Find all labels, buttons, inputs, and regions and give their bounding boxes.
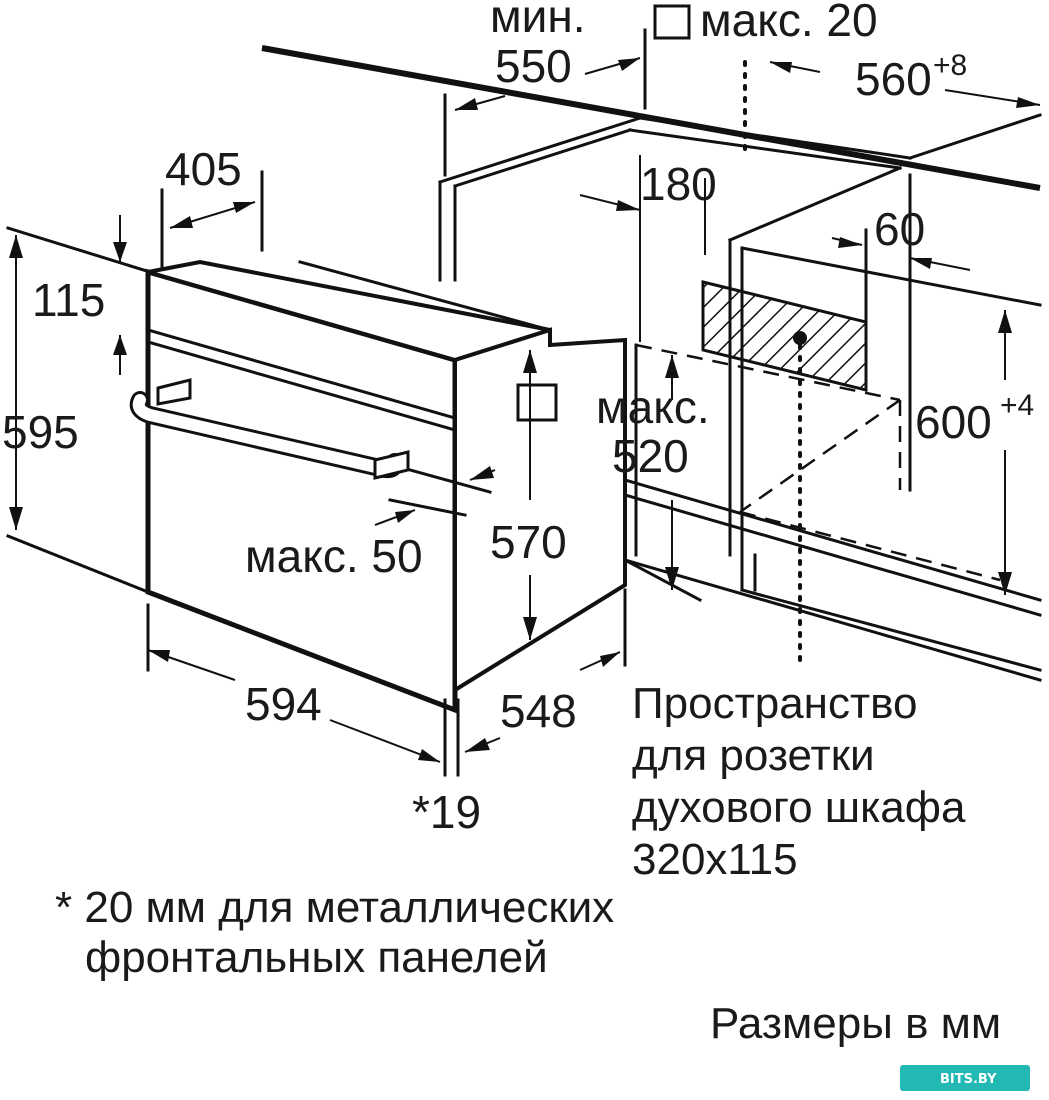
socket-zone: [701, 60, 868, 667]
socket-note-line4: 320x115: [632, 835, 798, 884]
label-max-20: макс. 20: [700, 0, 878, 46]
label-60: 60: [874, 203, 925, 255]
footnote-line2: фронтальных панелей: [85, 933, 548, 982]
label-520: 520: [612, 430, 689, 482]
label-115: 115: [32, 274, 105, 326]
label-180: 180: [640, 158, 717, 210]
oven: [145, 259, 628, 714]
square-symbol-icon: [653, 4, 691, 40]
socket-space-note: Пространство для розетки духового шкафа …: [632, 679, 966, 884]
label-max-50: макс. 50: [245, 530, 423, 582]
socket-note-line1: Пространство: [632, 679, 917, 728]
label-600: 600: [915, 396, 992, 448]
label-max-mid: макс.: [596, 381, 710, 433]
hidden-edges: [635, 343, 1001, 582]
label-min: мин.: [490, 0, 586, 42]
label-560-tolerance: +8: [933, 49, 967, 82]
footnote: * 20 мм для металлических фронтальных па…: [55, 883, 614, 982]
label-600-tolerance: +4: [1000, 389, 1034, 422]
footnote-line1: * 20 мм для металлических: [55, 883, 614, 932]
label-560: 560: [855, 53, 932, 105]
label-595: 595: [2, 406, 79, 458]
label-570: 570: [490, 516, 567, 568]
label-548: 548: [500, 685, 577, 737]
socket-note-line2: для розетки: [632, 731, 875, 780]
label-405: 405: [165, 143, 242, 195]
watermark: BITS.BY: [900, 1065, 1030, 1091]
socket-note-line3: духового шкафа: [632, 783, 966, 832]
arrowheads: [9, 58, 1040, 762]
countertop: [261, 45, 1042, 191]
units-note: Размеры в мм: [710, 999, 1001, 1048]
label-550: 550: [495, 40, 572, 92]
label-19: *19: [412, 786, 481, 838]
label-594: 594: [245, 678, 322, 730]
dimension-labels: мин. 550 макс. 20 560 +8 405 180 60 115 …: [2, 0, 1034, 838]
watermark-text: BITS.BY: [940, 1072, 997, 1087]
oven-handle: [129, 378, 410, 480]
